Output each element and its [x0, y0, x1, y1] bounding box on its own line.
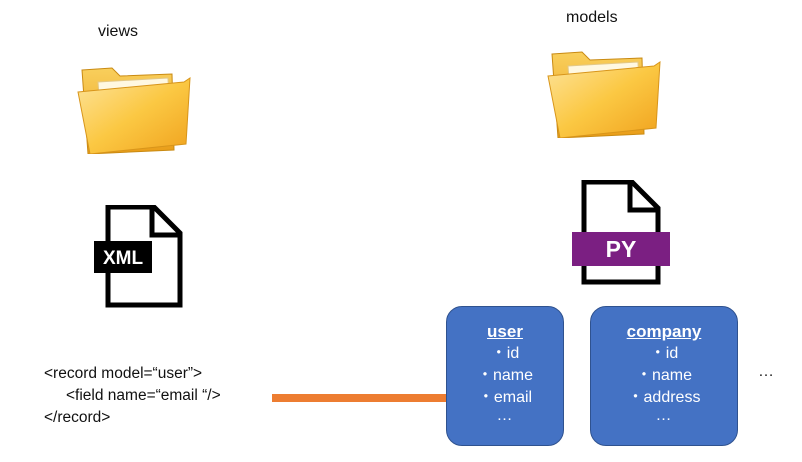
code-line-field: <field name=“email “/>	[66, 387, 221, 404]
views-folder-label: views	[98, 23, 139, 40]
py-badge-text: PY	[606, 236, 637, 262]
model-field: ・id	[649, 345, 679, 362]
user-model-box[interactable]: user ・id ・name ・email …	[446, 306, 564, 446]
model-field: ・id	[490, 345, 520, 362]
folder-icon[interactable]	[546, 44, 664, 139]
model-field: ・address	[627, 389, 701, 406]
xml-file-icon[interactable]: XML	[92, 205, 188, 309]
code-line-record-close: </record>	[44, 409, 111, 426]
model-field: ・name	[476, 367, 534, 384]
model-field: ・name	[635, 367, 693, 384]
code-line-record-open: <record model=“user”>	[44, 365, 203, 382]
more-models-ellipsis: …	[758, 363, 774, 380]
xml-badge-text: XML	[103, 248, 144, 269]
company-model-box[interactable]: company ・id ・name ・address …	[590, 306, 738, 446]
folder-icon[interactable]	[76, 60, 194, 155]
model-more-fields: …	[496, 407, 514, 424]
xml-record-snippet: <record model=“user”> <field name=“email…	[44, 363, 221, 429]
model-title: user	[487, 322, 523, 341]
python-file-icon[interactable]: PY	[570, 180, 674, 286]
model-more-fields: …	[655, 407, 673, 424]
models-folder-label: models	[566, 9, 618, 26]
model-field: ・email	[477, 389, 533, 406]
model-title: company	[626, 322, 702, 341]
